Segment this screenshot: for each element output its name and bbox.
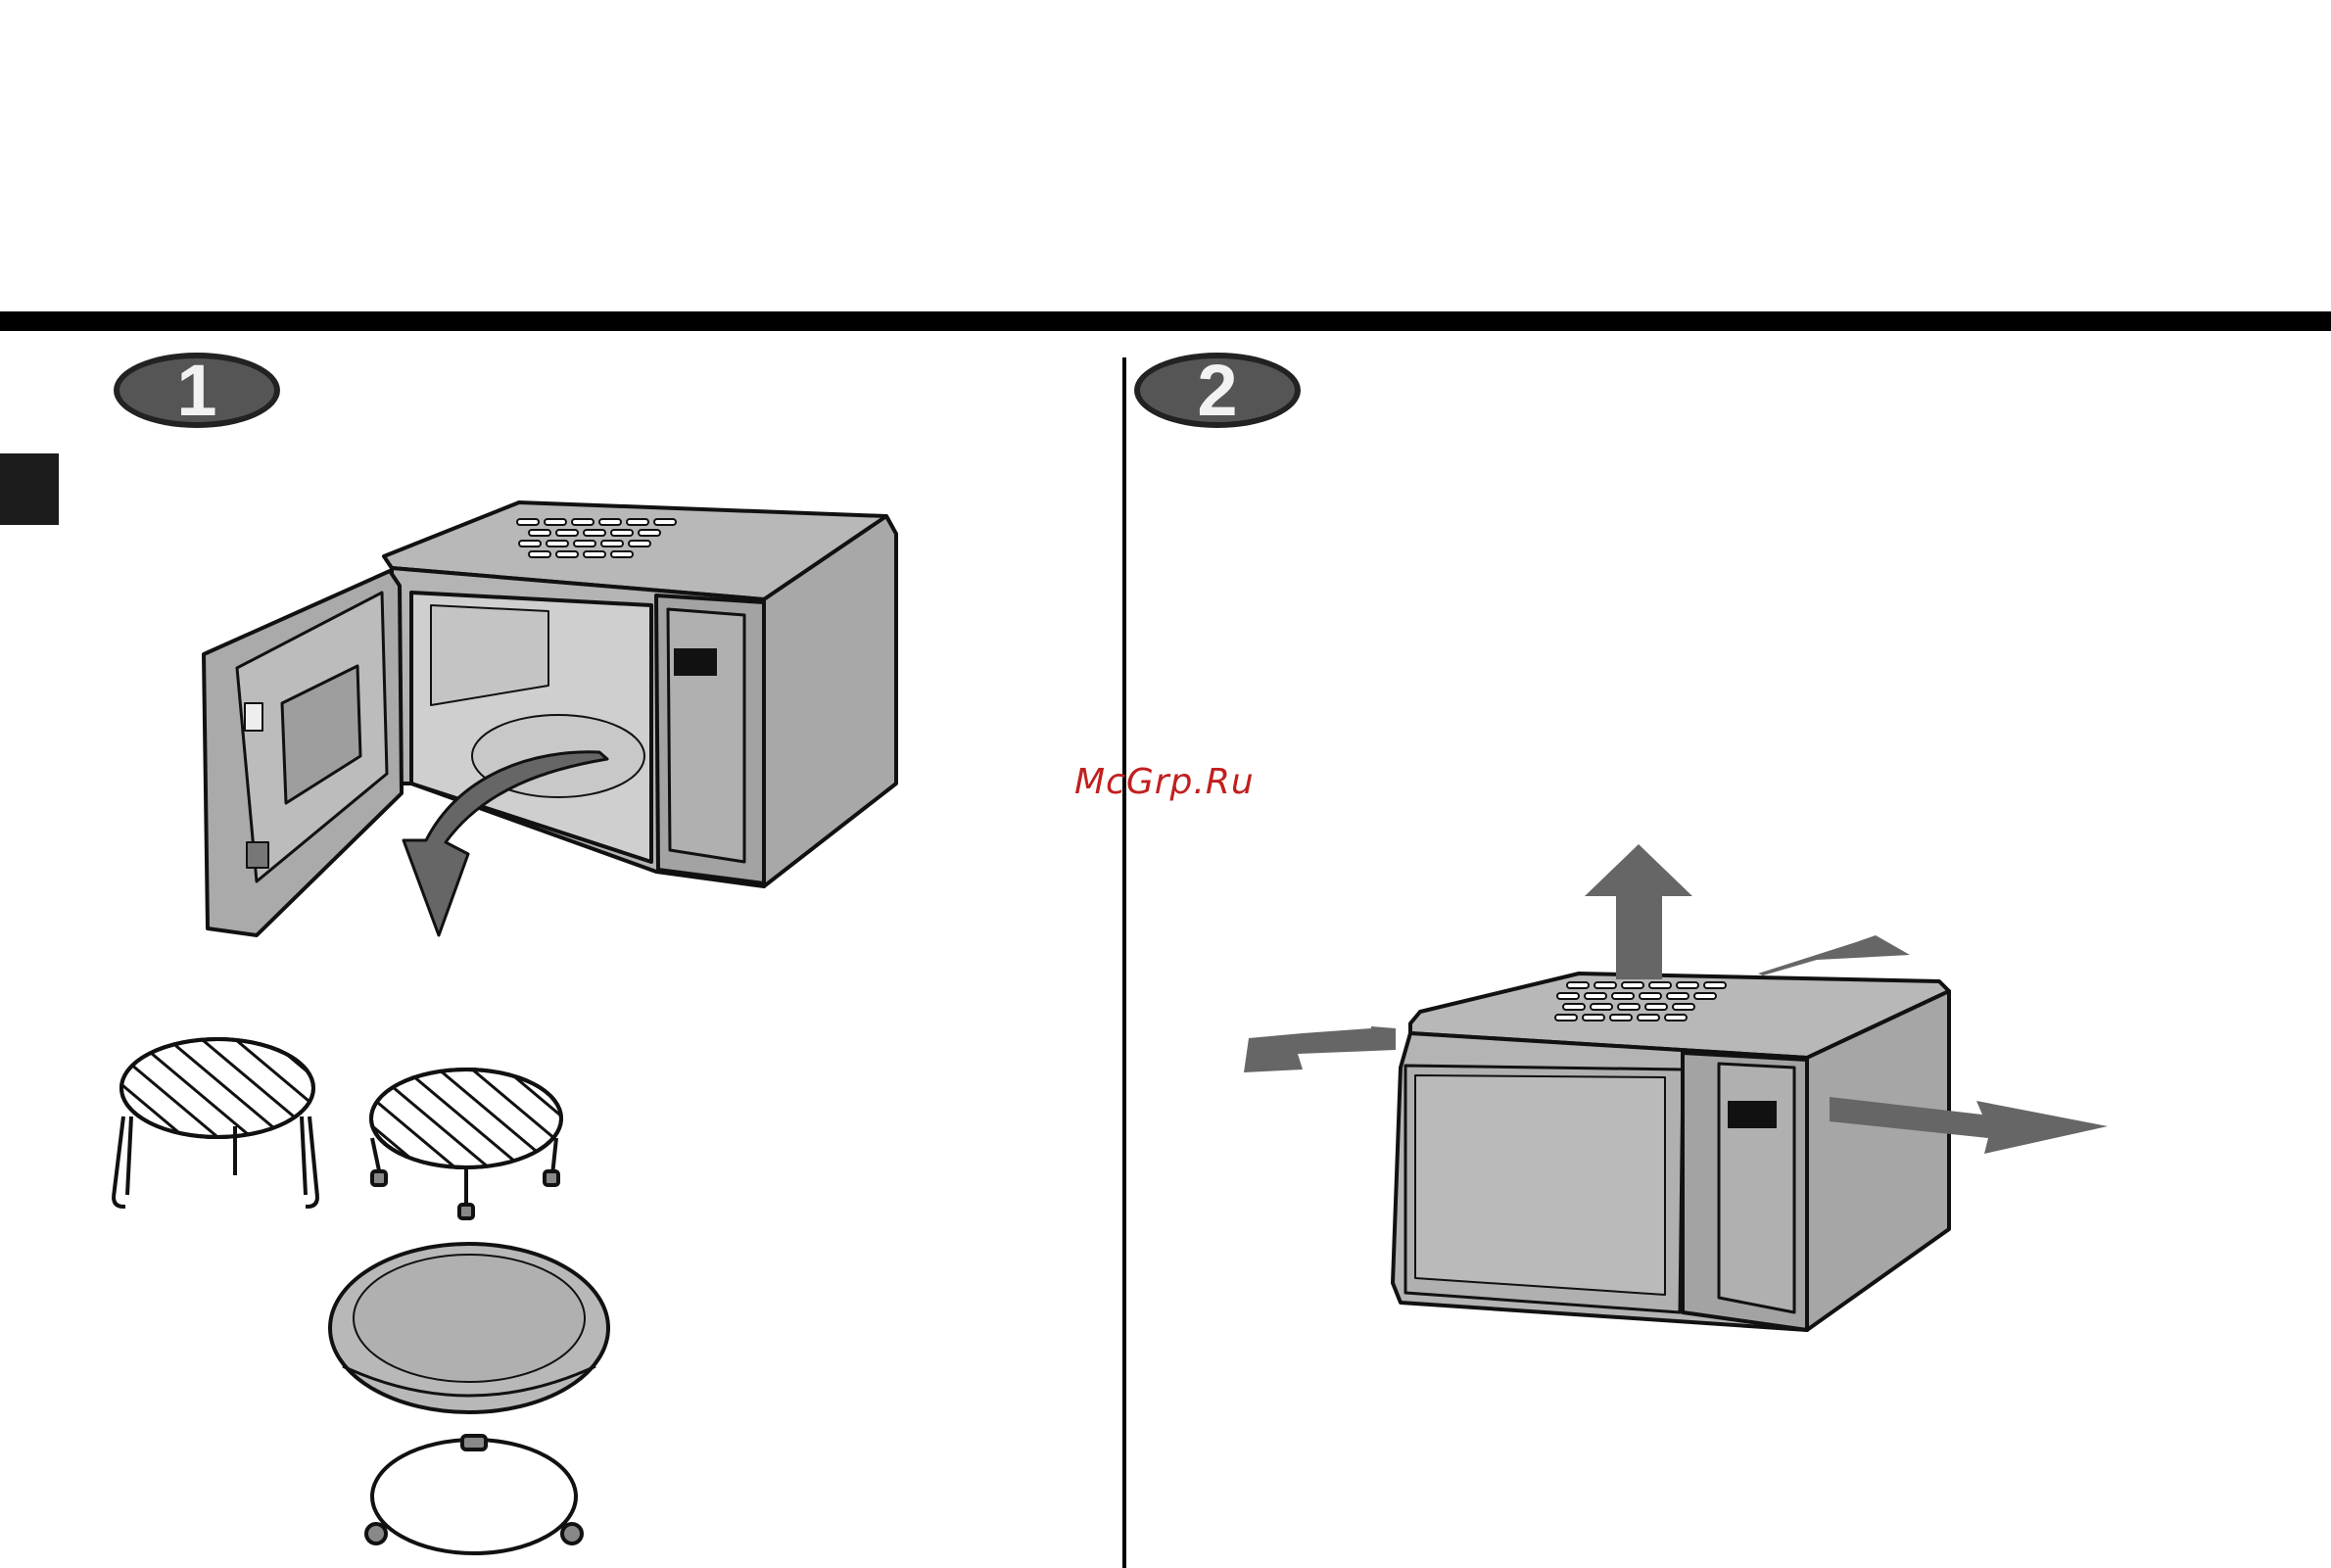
watermark-text: McGrp.Ru: [1074, 762, 1255, 802]
glass-tray-illustration: [330, 1244, 608, 1412]
high-rack-illustration: [114, 1039, 317, 1207]
roller-ring-illustration: [366, 1436, 582, 1553]
open-microwave-illustration: [204, 502, 896, 935]
arrow-left: [1244, 1026, 1396, 1072]
low-rack-illustration: [371, 1069, 561, 1218]
arrow-back: [1758, 935, 1910, 975]
arrow-up: [1585, 844, 1692, 979]
closed-microwave-illustration: [1393, 974, 1949, 1330]
